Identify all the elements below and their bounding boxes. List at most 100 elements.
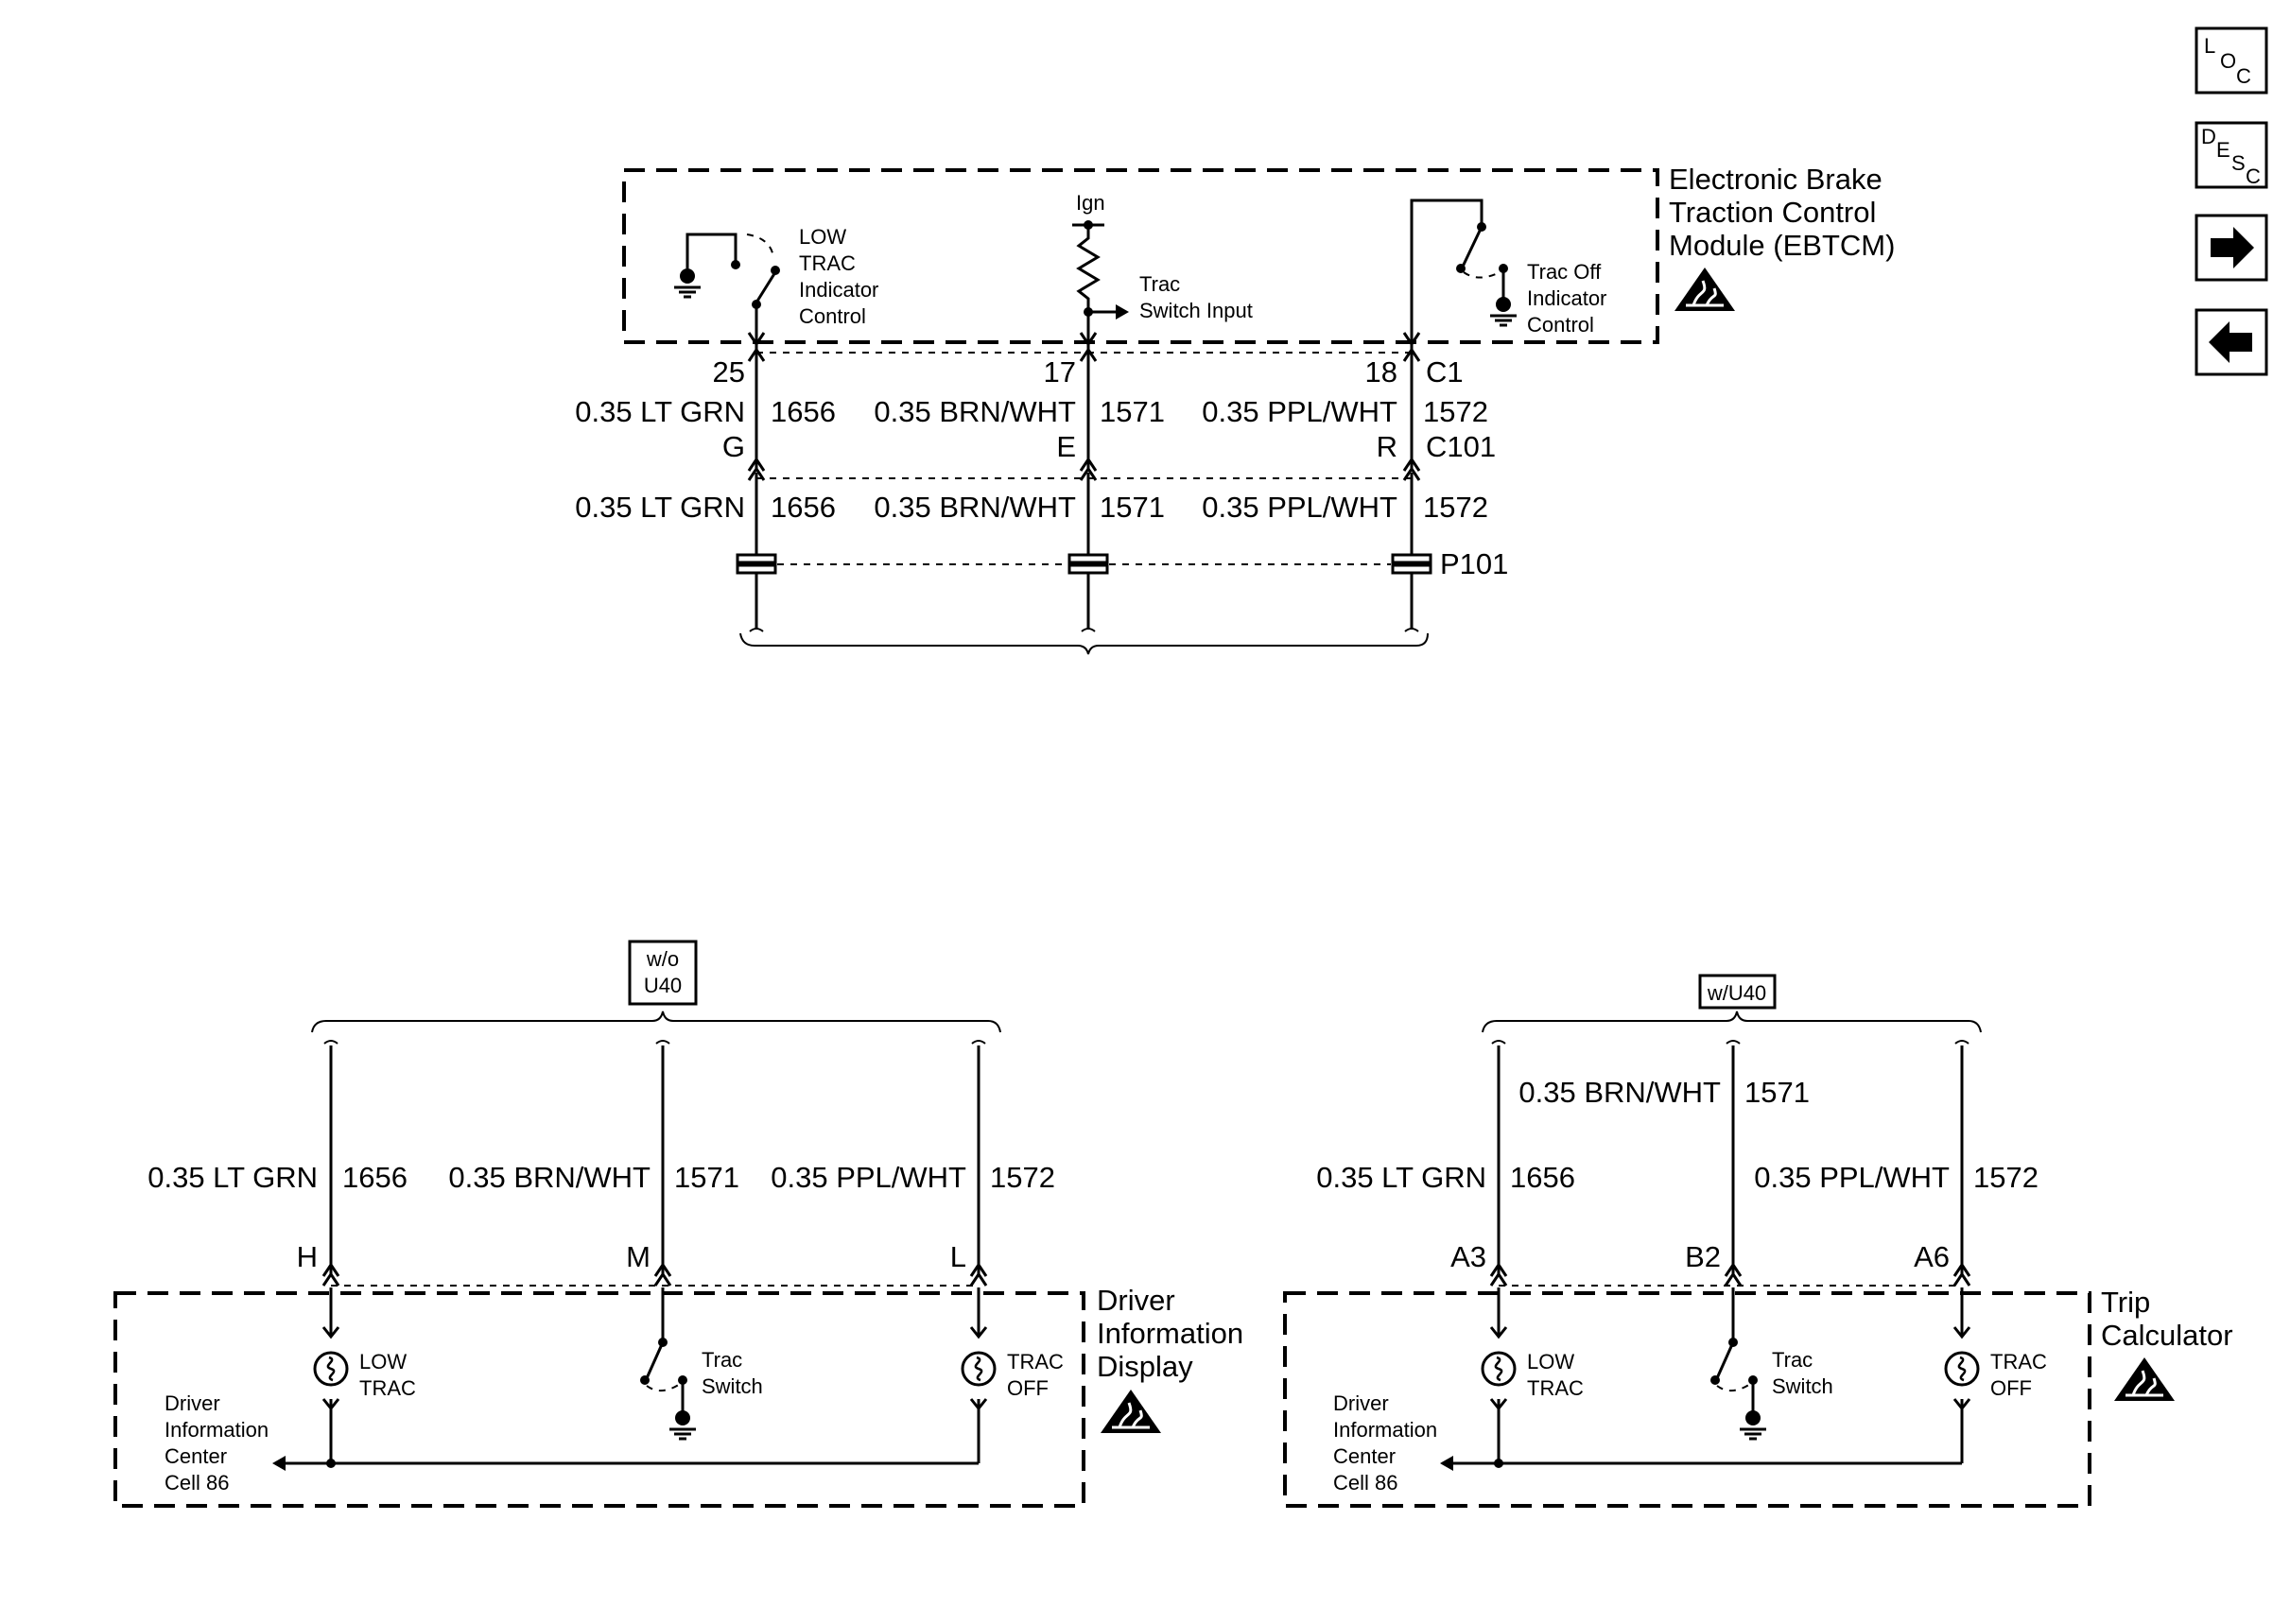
svg-text:OFF: OFF xyxy=(1990,1376,2032,1400)
svg-text:w/o: w/o xyxy=(646,947,679,971)
svg-text:Cell 86: Cell 86 xyxy=(165,1471,229,1494)
svg-text:Calculator: Calculator xyxy=(2101,1319,2233,1352)
ground-icon xyxy=(668,1408,698,1441)
svg-text:L: L xyxy=(2204,34,2215,58)
trip-wire-labels: 0.35 BRN/WHT 1571 0.35 LT GRN 1656 0.35 … xyxy=(1316,1076,2039,1273)
svg-text:0.35 PPL/WHT: 0.35 PPL/WHT xyxy=(1202,395,1397,428)
svg-text:w/U40: w/U40 xyxy=(1707,981,1766,1005)
svg-text:Control: Control xyxy=(799,304,866,328)
svg-text:LOW: LOW xyxy=(799,225,846,249)
svg-text:Trip: Trip xyxy=(2101,1286,2150,1319)
upper-brace xyxy=(739,628,1429,655)
svg-text:LOW: LOW xyxy=(1527,1350,1574,1373)
arrow-right-icon xyxy=(2211,227,2254,268)
arrow-left-icon xyxy=(2209,321,2252,363)
ebtcm-title-line1: Electronic Brake xyxy=(1669,163,1883,196)
svg-text:Indicator: Indicator xyxy=(1527,286,1606,310)
svg-text:0.35 LT GRN: 0.35 LT GRN xyxy=(147,1161,318,1194)
option-badge-w-u40: w/U40 xyxy=(1698,974,1777,1010)
svg-text:1572: 1572 xyxy=(1973,1161,2039,1194)
splice-label-p101: P101 xyxy=(1440,547,1508,580)
svg-text:0.35 PPL/WHT: 0.35 PPL/WHT xyxy=(1202,491,1397,524)
trip-connector xyxy=(1489,1262,1971,1287)
svg-text:Cell 86: Cell 86 xyxy=(1333,1471,1397,1494)
desc-button[interactable]: D E S C xyxy=(2195,121,2268,189)
pin-18: 18 xyxy=(1365,355,1397,389)
did-brace xyxy=(311,1011,1001,1045)
svg-text:Control: Control xyxy=(1527,313,1594,337)
loc-button[interactable]: L O C xyxy=(2195,26,2268,95)
svg-text:Driver: Driver xyxy=(1333,1391,1389,1415)
svg-text:0.35 BRN/WHT: 0.35 BRN/WHT xyxy=(874,395,1076,428)
svg-text:Switch: Switch xyxy=(1772,1374,1833,1398)
svg-text:TRAC: TRAC xyxy=(1990,1350,2047,1373)
svg-text:LOW: LOW xyxy=(359,1350,407,1373)
ground-icon xyxy=(1488,295,1518,327)
svg-text:Indicator: Indicator xyxy=(799,278,878,302)
esd-warning-icon xyxy=(1673,266,1737,313)
svg-text:C: C xyxy=(2236,64,2251,88)
svg-text:S: S xyxy=(2231,151,2246,175)
svg-text:1572: 1572 xyxy=(1423,395,1488,428)
svg-text:Ign: Ign xyxy=(1076,191,1105,215)
pin-l: L xyxy=(950,1240,966,1273)
svg-text:Trac Off: Trac Off xyxy=(1527,260,1602,284)
svg-text:1656: 1656 xyxy=(771,491,836,524)
svg-text:0.35 LT GRN: 0.35 LT GRN xyxy=(575,395,745,428)
trip-calculator-module: Trip Calculator LOW TRAC Trac Switch TRA… xyxy=(1283,1286,2233,1508)
svg-text:0.35 BRN/WHT: 0.35 BRN/WHT xyxy=(874,491,1076,524)
pin-17: 17 xyxy=(1044,355,1076,389)
svg-text:U40: U40 xyxy=(644,974,682,997)
next-page-button[interactable] xyxy=(2195,214,2268,282)
low-trac-lamp-icon xyxy=(313,1351,349,1387)
esd-warning-icon xyxy=(2112,1356,2177,1403)
svg-text:G: G xyxy=(722,430,745,463)
svg-text:Trac: Trac xyxy=(1139,272,1180,296)
did-connector xyxy=(321,1262,988,1287)
pin-a6: A6 xyxy=(1914,1240,1950,1273)
pin-h: H xyxy=(297,1240,318,1273)
svg-text:1571: 1571 xyxy=(1100,395,1165,428)
pin-a3: A3 xyxy=(1450,1240,1486,1273)
trac-off-indicator-control: Trac Off Indicator Control xyxy=(1402,199,1606,347)
svg-text:1572: 1572 xyxy=(1423,491,1488,524)
svg-text:C: C xyxy=(2246,164,2261,188)
svg-text:TRAC: TRAC xyxy=(359,1376,416,1400)
driver-information-display-module: Driver Information Display LOW TRAC Trac… xyxy=(113,1284,1243,1508)
svg-text:Center: Center xyxy=(1333,1444,1396,1468)
svg-text:1656: 1656 xyxy=(771,395,836,428)
ground-icon xyxy=(672,267,703,299)
svg-text:TRAC: TRAC xyxy=(1007,1350,1064,1373)
svg-text:TRAC: TRAC xyxy=(1527,1376,1584,1400)
svg-text:E: E xyxy=(2216,138,2230,162)
connector-label-c1: C1 xyxy=(1426,355,1464,389)
svg-text:E: E xyxy=(1056,430,1076,463)
low-trac-lamp-icon xyxy=(1481,1351,1517,1387)
pin-m: M xyxy=(626,1240,651,1273)
connector-c101 xyxy=(747,457,1421,481)
svg-text:0.35 PPL/WHT: 0.35 PPL/WHT xyxy=(1754,1161,1950,1194)
low-trac-indicator-control: LOW TRAC Indicator Control xyxy=(672,225,878,347)
svg-text:TRAC: TRAC xyxy=(799,251,856,275)
option-badge-wo-u40: w/o U40 xyxy=(628,940,698,1006)
prev-page-button[interactable] xyxy=(2195,308,2268,376)
trac-off-lamp-icon xyxy=(961,1351,997,1387)
svg-text:Driver: Driver xyxy=(165,1391,220,1415)
svg-text:1656: 1656 xyxy=(342,1161,408,1194)
svg-text:Trac: Trac xyxy=(1772,1348,1813,1372)
svg-text:1571: 1571 xyxy=(1744,1076,1810,1109)
svg-text:Center: Center xyxy=(165,1444,227,1468)
svg-text:0.35 BRN/WHT: 0.35 BRN/WHT xyxy=(448,1161,651,1194)
upper-wire-labels: 0.35 LT GRN 1656 0.35 BRN/WHT 1571 0.35 … xyxy=(575,395,1496,463)
did-wire-labels: 0.35 LT GRN 1656 0.35 BRN/WHT 1571 0.35 … xyxy=(147,1161,1055,1273)
pin-b2: B2 xyxy=(1685,1240,1721,1273)
svg-text:Information: Information xyxy=(1097,1317,1243,1350)
svg-text:Trac: Trac xyxy=(702,1348,742,1372)
svg-text:0.35 PPL/WHT: 0.35 PPL/WHT xyxy=(771,1161,966,1194)
esd-warning-icon xyxy=(1099,1388,1163,1435)
svg-text:O: O xyxy=(2220,49,2236,73)
svg-text:Driver: Driver xyxy=(1097,1284,1175,1317)
svg-text:0.35 LT GRN: 0.35 LT GRN xyxy=(1316,1161,1486,1194)
pin-25: 25 xyxy=(713,355,745,389)
